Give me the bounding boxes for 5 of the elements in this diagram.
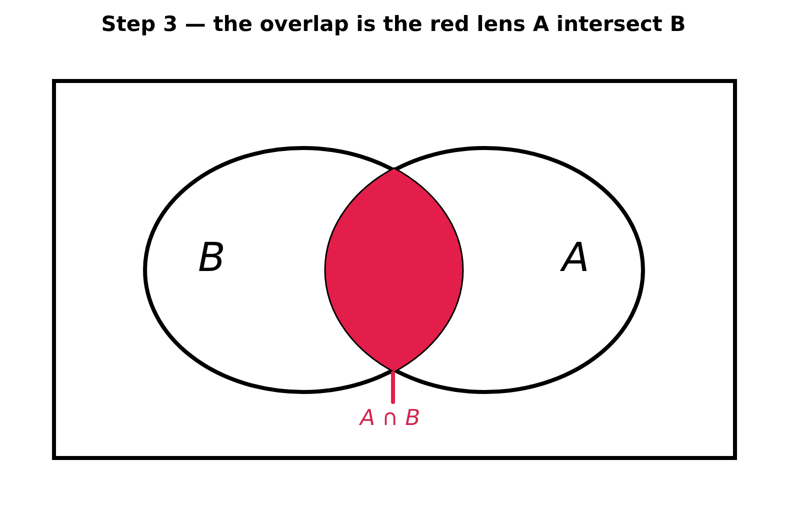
diagram-title: Step 3 — the overlap is the red lens A intersect B bbox=[101, 12, 686, 36]
set-letter: A bbox=[562, 238, 590, 278]
universe-frame bbox=[52, 79, 737, 460]
intersection-label: A ∩ B bbox=[360, 406, 428, 434]
set-letter: B bbox=[198, 238, 226, 278]
